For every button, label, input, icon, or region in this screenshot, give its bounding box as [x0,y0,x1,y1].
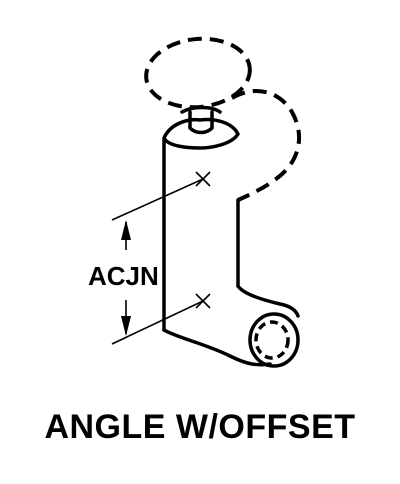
neck-stud-cap [180,105,222,114]
tube-end-outer [248,312,300,368]
offset-arm-bottom [162,328,272,367]
lower-extension-line [111,300,204,345]
phantom-head [144,36,252,110]
dimension-arrow-top [121,220,131,240]
tube-end-bore [254,320,290,360]
dimension-arrow-bottom [121,316,131,336]
upper-extension-line [111,178,204,221]
phantom-strap [230,88,301,202]
neck-stud [188,110,214,135]
offset-arm-top [236,284,300,318]
diagram-caption: ANGLE W/OFFSET [44,408,356,446]
dimension-line [121,220,131,336]
body-top-collar [162,117,240,150]
dimension-label: ACJN [88,261,159,291]
